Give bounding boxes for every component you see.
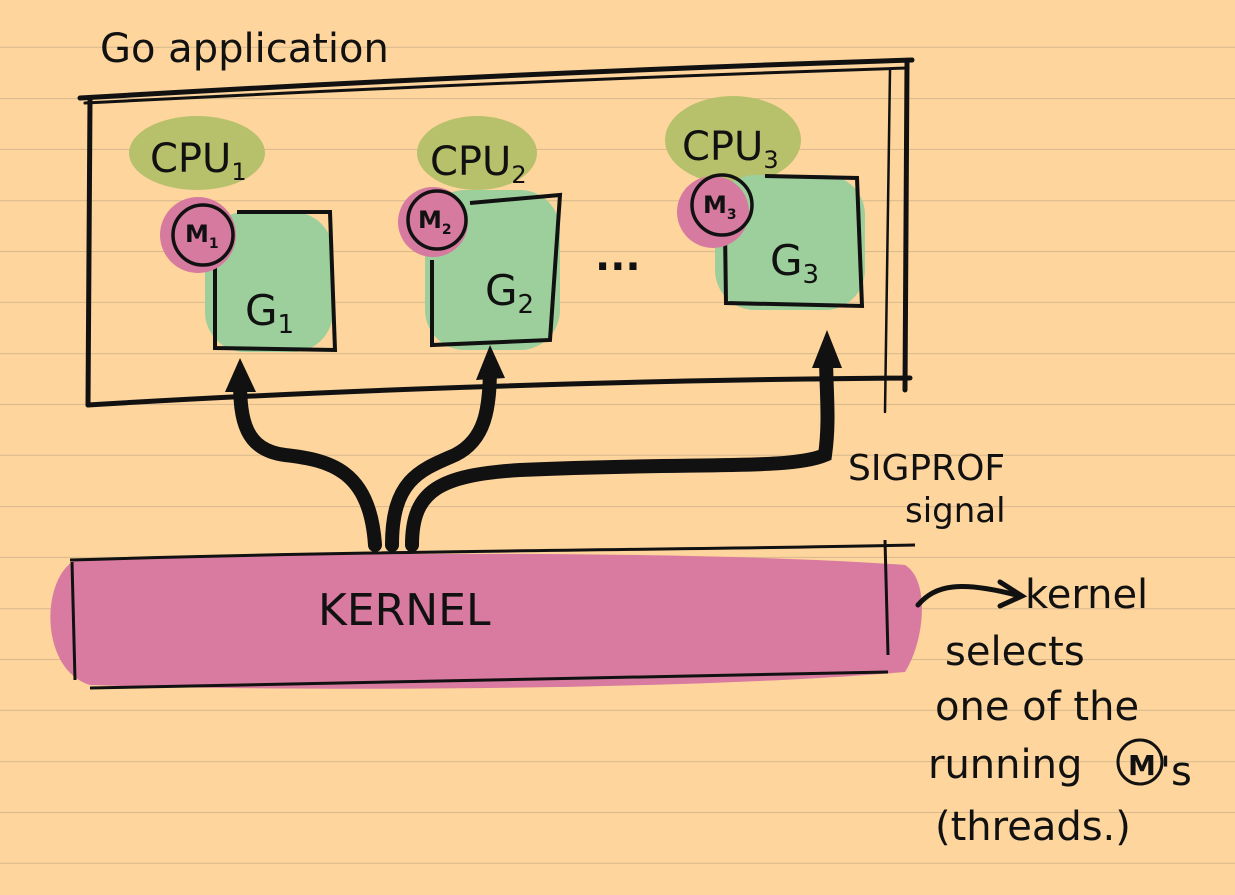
goroutine-2-box — [430, 192, 563, 348]
note-line-3: one of the — [935, 684, 1139, 730]
arrow-to-goroutine-2 — [385, 358, 497, 552]
note-line-4-m: M — [1128, 749, 1156, 782]
thread-1-label: M1 — [185, 220, 219, 252]
thread-3-label: M3 — [703, 191, 737, 223]
cpu-2-label: CPU2 — [430, 139, 527, 189]
goroutine-3-label: G3 — [770, 236, 819, 290]
kernel-box — [69, 539, 916, 690]
goroutine-1-box — [213, 210, 338, 353]
arrow-to-goroutine-3 — [405, 348, 835, 552]
cpu-1-blob — [129, 116, 265, 190]
sigprof-label: SIGPROF — [848, 448, 1005, 489]
note-line-4-pre: running — [928, 742, 1082, 788]
cpu-blobs — [129, 96, 801, 190]
thread-circles — [171, 173, 754, 267]
goroutine-1-blob — [205, 212, 333, 352]
signal-arrows — [233, 348, 835, 552]
arrow-heads — [225, 330, 842, 392]
app-title: Go application — [100, 26, 389, 72]
note-line-5: (threads.) — [935, 804, 1131, 850]
goroutine-blobs — [205, 175, 865, 352]
note-line-4-post: 's — [1160, 749, 1192, 795]
goroutine-2-label: G2 — [485, 266, 534, 320]
go-application-box — [77, 57, 915, 414]
cpu-1-label: CPU1 — [150, 136, 247, 186]
cpu-3-blob — [665, 96, 801, 184]
cpu-2-blob — [417, 116, 537, 190]
goroutine-1-label: G1 — [245, 286, 294, 340]
cpu-3-label: CPU3 — [682, 124, 779, 174]
kernel-blob — [50, 553, 922, 689]
kernel-label: KERNEL — [318, 585, 491, 636]
note-line-2: selects — [945, 629, 1085, 675]
ellipsis: ... — [595, 234, 641, 280]
arrow-to-goroutine-1 — [233, 373, 382, 552]
note-line-4: running M 's — [928, 738, 1192, 795]
signal-label: signal — [905, 491, 1006, 531]
goroutine-boxes — [213, 174, 865, 353]
m-circle — [1116, 738, 1164, 786]
note-arrow — [915, 579, 1028, 609]
goroutine-3-box — [723, 174, 865, 309]
thread-2-label: M2 — [418, 206, 452, 238]
note-line-1: kernel — [1025, 572, 1148, 618]
